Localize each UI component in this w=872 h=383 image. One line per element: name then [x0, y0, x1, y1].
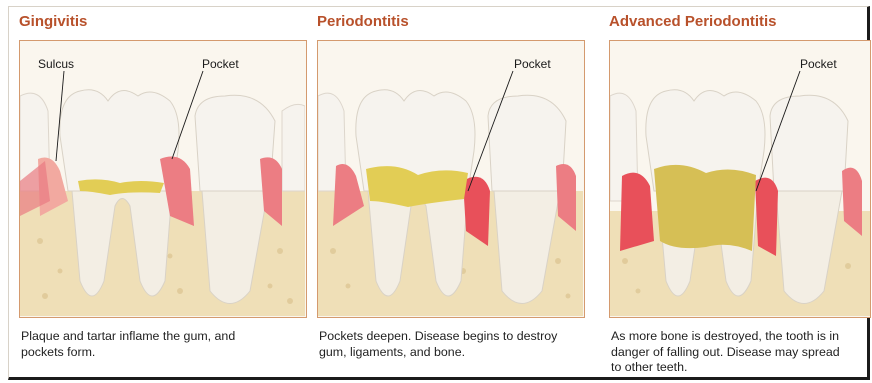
- panel-advanced-periodontitis: Advanced Periodontitis Pocket: [609, 7, 871, 381]
- label-pocket: Pocket: [800, 57, 837, 71]
- panel-title: Gingivitis: [19, 13, 87, 30]
- diagram-frame: Gingivitis: [8, 6, 870, 380]
- panel-caption: Plaque and tartar inflame the gum, and p…: [21, 329, 306, 360]
- label-sulcus: Sulcus: [38, 57, 74, 71]
- panel-caption: As more bone is destroyed, the tooth is …: [611, 329, 871, 376]
- advanced-periodontitis-illustration: Pocket: [609, 40, 871, 318]
- periodontitis-illustration: Pocket: [317, 40, 585, 318]
- gingivitis-illustration: Sulcus Pocket: [19, 40, 307, 318]
- panel-title: Periodontitis: [317, 13, 409, 30]
- panel-periodontitis: Periodontitis Pocket: [317, 7, 585, 381]
- panel-caption: Pockets deepen. Disease begins to destro…: [319, 329, 584, 360]
- label-pocket: Pocket: [514, 57, 551, 71]
- panel-title: Advanced Periodontitis: [609, 13, 777, 30]
- label-pocket: Pocket: [202, 57, 239, 71]
- panel-gingivitis: Gingivitis: [19, 7, 309, 381]
